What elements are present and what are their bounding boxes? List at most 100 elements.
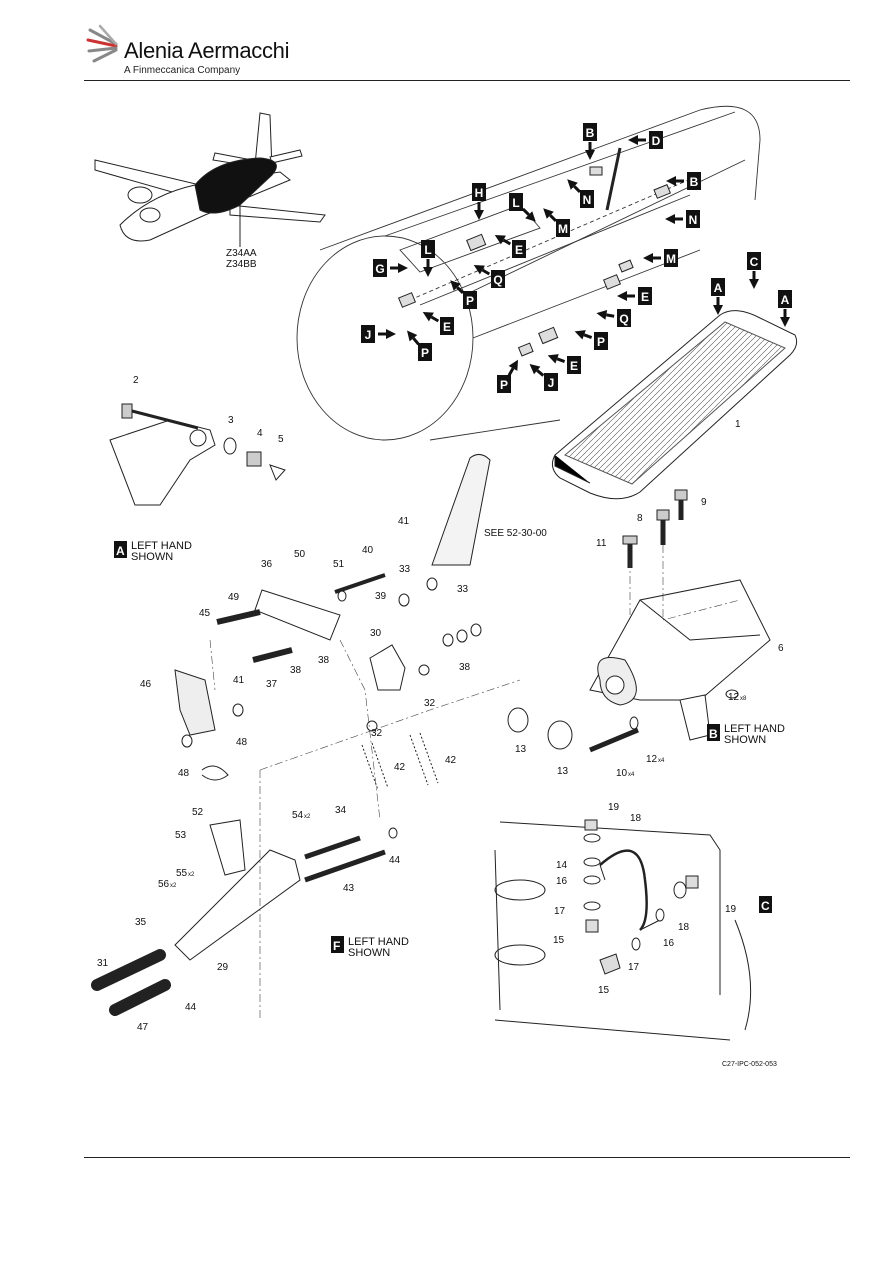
callout-qty: x2: [304, 814, 311, 820]
view-letter-marker: L: [509, 193, 536, 222]
callout-37: 37: [266, 679, 278, 690]
view-letter-marker: B: [666, 172, 701, 190]
view-letter: N: [689, 213, 698, 227]
view-letter: Q: [619, 312, 628, 326]
header-divider: [84, 80, 850, 81]
callout-34: 34: [335, 805, 347, 816]
company-subtitle: A Finmeccanica Company: [124, 65, 241, 76]
view-letter: P: [466, 294, 474, 308]
frame-fittings: [397, 147, 672, 357]
callout-38: 38: [459, 662, 471, 673]
callout-49: 49: [228, 592, 240, 603]
callout-32: 32: [424, 698, 436, 709]
callout-4: 4: [257, 428, 263, 439]
view-letter: E: [641, 290, 649, 304]
callout-qty: x8: [740, 696, 747, 702]
callout-46: 46: [140, 679, 152, 690]
view-letter: A: [781, 293, 790, 307]
callout-42: 42: [445, 755, 457, 766]
zone-label: Z34AA: [226, 248, 257, 259]
pointer-arrow-icon: [494, 235, 506, 245]
view-letter: L: [424, 243, 431, 257]
pointer-arrow-icon: [665, 214, 675, 224]
callout-41: 41: [398, 516, 410, 527]
view-letter-marker: Q: [473, 265, 505, 288]
pointer-arrow-icon: [780, 317, 790, 327]
callout-51: 51: [333, 559, 345, 570]
view-letter-marker: Q: [596, 309, 631, 327]
view-letter: P: [597, 335, 605, 349]
callout-39: 39: [375, 591, 387, 602]
pointer-arrow-icon: [617, 291, 627, 301]
view-letter: J: [365, 328, 372, 342]
svg-text:A: A: [116, 544, 125, 558]
pointer-arrow-icon: [628, 135, 638, 145]
pointer-arrow-icon: [643, 253, 653, 263]
bonding-lead-detail: [494, 819, 752, 1041]
callout-52: 52: [192, 807, 204, 818]
svg-text:SHOWN: SHOWN: [131, 551, 173, 563]
callout-30: 30: [370, 628, 382, 639]
view-letter-marker: E: [494, 235, 526, 258]
callout-54: 54: [292, 810, 304, 821]
view-letter: M: [558, 222, 568, 236]
callout-qty: x4: [628, 772, 635, 778]
view-letter: B: [586, 126, 595, 140]
callout-33: 33: [457, 584, 469, 595]
view-letter-marker: D: [628, 131, 663, 149]
pointer-arrow-icon: [508, 359, 518, 371]
callout-13: 13: [515, 744, 527, 755]
callout-2: 2: [133, 375, 139, 386]
callout-15: 15: [553, 935, 565, 946]
callout-1: 1: [735, 419, 741, 430]
view-letter: E: [515, 243, 523, 257]
view-letter-marker: P: [407, 330, 432, 361]
view-letter-marker: E: [617, 287, 652, 305]
svg-text:SHOWN: SHOWN: [348, 947, 390, 959]
callout-50: 50: [294, 549, 306, 560]
view-letter: P: [500, 378, 508, 392]
view-letter: N: [583, 193, 592, 207]
callout-32: 32: [371, 728, 383, 739]
pointer-arrow-icon: [547, 354, 559, 364]
pointer-arrow-icon: [474, 210, 484, 220]
callout-qty: x4: [658, 758, 665, 764]
callout-42: 42: [394, 762, 406, 773]
view-caption-a: A LEFT HAND SHOWN: [114, 540, 192, 563]
callout-41: 41: [233, 675, 245, 686]
callout-31: 31: [97, 958, 109, 969]
reference-note: SEE 52-30-00: [484, 528, 547, 539]
callout-10: 10: [616, 768, 628, 779]
linkage-assembly: [91, 454, 491, 1016]
view-letter: C: [750, 255, 759, 269]
view-letter-marker: P: [450, 280, 477, 309]
view-letter-marker: L: [421, 240, 435, 277]
view-letter: G: [375, 262, 384, 276]
view-letter: L: [512, 196, 519, 210]
callout-35: 35: [135, 917, 147, 928]
callout-19: 19: [725, 904, 737, 915]
zone-label: Z34BB: [226, 259, 257, 270]
view-letter-marker: P: [497, 359, 518, 393]
aircraft-locator: [94, 112, 326, 247]
svg-text:C: C: [761, 899, 770, 913]
callout-29: 29: [217, 962, 229, 973]
callout-48: 48: [236, 737, 248, 748]
floor-panel: [551, 310, 798, 500]
pointer-arrow-icon: [585, 150, 595, 160]
callout-qty: x2: [170, 883, 177, 889]
callout-14: 14: [556, 860, 568, 871]
callout-16: 16: [556, 876, 568, 887]
view-letter-marker: P: [574, 330, 608, 350]
callout-47: 47: [137, 1022, 149, 1033]
callout-16: 16: [663, 938, 675, 949]
callout-6: 6: [778, 643, 784, 654]
view-letter: B: [690, 175, 699, 189]
svg-text:F: F: [333, 939, 340, 953]
view-letter-marker: J: [361, 325, 396, 343]
callout-56: 56: [158, 879, 170, 890]
svg-text:B: B: [709, 727, 718, 741]
callout-55: 55: [176, 868, 188, 879]
